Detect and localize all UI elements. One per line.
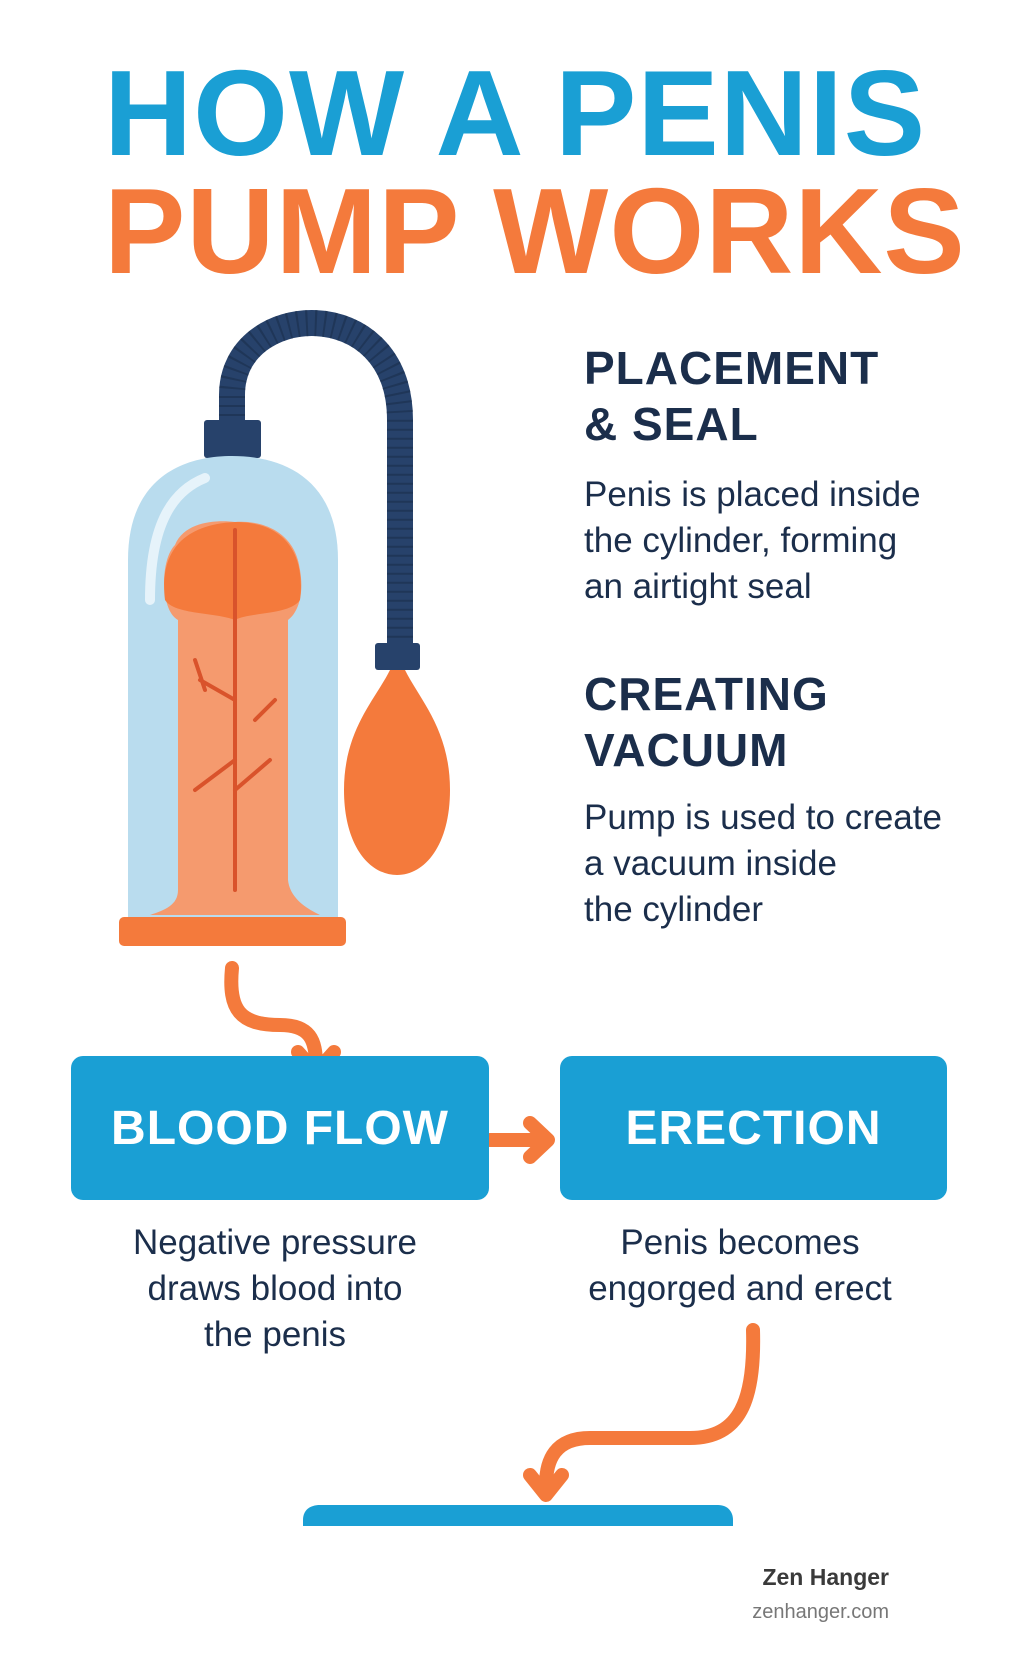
blood-flow-label: BLOOD FLOW (111, 1101, 449, 1155)
step-placement-text-3: an airtight seal (584, 567, 812, 606)
step-vacuum-text-2: a vacuum inside (584, 844, 837, 883)
erection-label: ERECTION (625, 1101, 882, 1155)
bottom-bar (303, 1505, 733, 1526)
cylinder-cap (204, 420, 261, 458)
erection-description: Penis becomes engorged and erect (540, 1220, 940, 1312)
arrow-down (523, 1323, 761, 1502)
erection-text-1: Penis becomes (620, 1223, 860, 1262)
title-line-1: HOW A PENIS (104, 45, 927, 181)
title-line-2: PUMP WORKS (104, 163, 966, 299)
blood-flow-description: Negative pressure draws blood into the p… (75, 1220, 475, 1358)
step-placement-text-2: the cylinder, forming (584, 521, 898, 560)
step-vacuum-heading-2: VACUUM (584, 724, 789, 776)
step-vacuum-text-3: the cylinder (584, 890, 763, 929)
footer-url[interactable]: zenhanger.com (752, 1601, 889, 1623)
bulb-connector (375, 643, 420, 670)
erection-text-2: engorged and erect (588, 1269, 892, 1308)
blood-flow-box: BLOOD FLOW (71, 1056, 489, 1200)
cylinder-base (119, 917, 346, 946)
pump-bulb (344, 670, 450, 875)
step-placement-text-1: Penis is placed inside (584, 475, 921, 514)
blood-flow-text-1: Negative pressure (132, 1223, 418, 1262)
step-vacuum-heading-1: CREATING (584, 668, 829, 720)
step-placement-heading-2: & SEAL (584, 398, 759, 450)
arrow-to-erection (483, 1116, 555, 1164)
step-placement-heading-1: PLACEMENT (584, 342, 880, 394)
step-vacuum-text-1: Pump is used to create (584, 798, 942, 837)
blood-flow-text-3: the penis (203, 1315, 347, 1354)
erection-box: ERECTION (560, 1056, 947, 1200)
footer: Zen Hanger zenhanger.com (752, 1564, 889, 1624)
blood-flow-text-2: draws blood into (147, 1269, 403, 1308)
footer-brand: Zen Hanger (762, 1564, 889, 1590)
